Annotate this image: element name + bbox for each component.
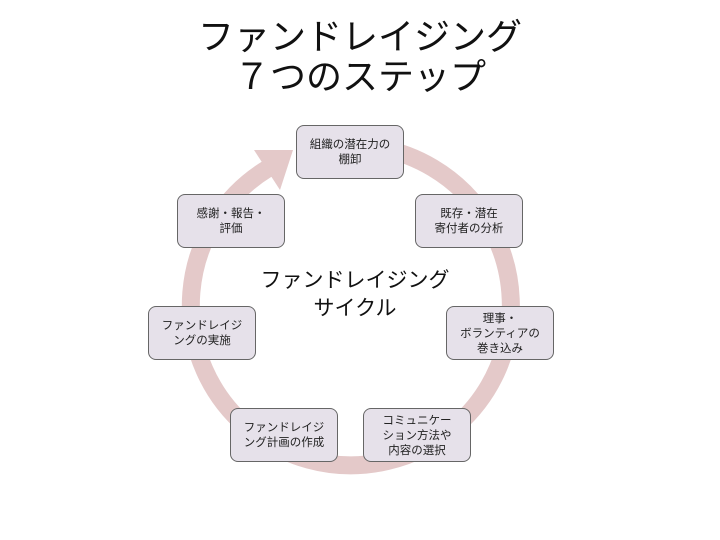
title-line-2: ７つのステップ	[233, 57, 486, 98]
center-label-line-1: ファンドレイジング	[260, 268, 450, 292]
step-1-box: 組織の潜在力の 棚卸	[296, 125, 404, 179]
step-6-box: ファンドレイジ ングの実施	[148, 306, 256, 360]
step-4-box: コミュニケー ション方法や 内容の選択	[363, 408, 471, 462]
title-line-1: ファンドレイジング	[197, 17, 522, 58]
step-5-box: ファンドレイジ ング計画の作成	[230, 408, 338, 462]
step-7-box: 感謝・報告・ 評価	[177, 194, 285, 248]
cycle-arrowhead-icon	[254, 150, 293, 190]
step-3-box: 理事・ ボランティアの 巻き込み	[446, 306, 554, 360]
step-2-box: 既存・潜在 寄付者の分析	[415, 194, 523, 248]
center-label-line-2: サイクル	[313, 296, 397, 320]
